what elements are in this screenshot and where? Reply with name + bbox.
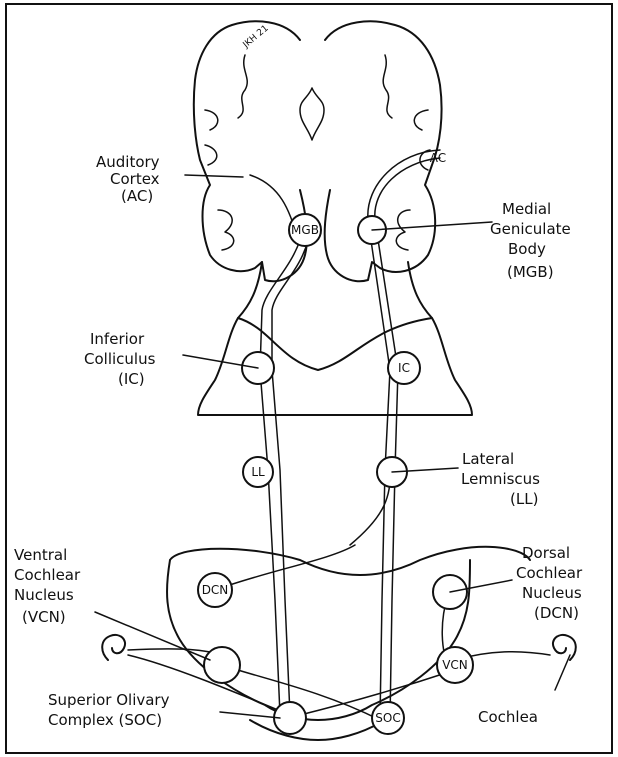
mgb-label-line1: Medial	[502, 200, 551, 218]
soc-label-line1: Superior Olivary	[48, 691, 170, 709]
ll-nucleus-label: LL	[251, 465, 265, 479]
ll-label-line2: Lemniscus	[461, 470, 540, 488]
vcn-label-line2: Cochlear	[14, 566, 81, 584]
right-cochlea-icon	[553, 635, 576, 660]
vcn-nucleus-label: VCN	[442, 658, 468, 672]
mgb-label-line2: Geniculate	[490, 220, 571, 238]
vcn-left-nucleus	[204, 647, 240, 683]
ic-label-line2: Colliculus	[84, 350, 156, 368]
soc-label-line2: Complex (SOC)	[48, 711, 162, 729]
dcn-label-line4: (DCN)	[534, 604, 579, 622]
mgb-label-line4: (MGB)	[507, 263, 554, 281]
ac-label-line1: Auditory	[96, 153, 160, 171]
vcn-label-line4: (VCN)	[22, 608, 66, 626]
dcn-label-line3: Nucleus	[522, 584, 582, 602]
nuclei: MGB IC LL DCN VCN SOC AC	[198, 151, 473, 734]
ac-label-line3: (AC)	[121, 187, 153, 205]
dcn-label-line2: Cochlear	[516, 564, 583, 582]
mgb-nucleus-label: MGB	[291, 223, 319, 237]
leader-lines	[95, 175, 570, 718]
ic-nucleus-label: IC	[398, 361, 410, 375]
ac-label-line2: Cortex	[110, 170, 160, 188]
vcn-label-line3: Nucleus	[14, 586, 74, 604]
border	[6, 4, 612, 753]
ic-label-line1: Inferior	[90, 330, 145, 348]
ll-label-line1: Lateral	[462, 450, 514, 468]
ic-label-line3: (IC)	[118, 370, 145, 388]
pathways	[128, 150, 550, 720]
dcn-nucleus-label: DCN	[202, 583, 229, 597]
brainstem	[198, 262, 472, 415]
ac-mark-label: AC	[430, 151, 446, 165]
brain-cortex	[194, 21, 442, 281]
cochlea-label: Cochlea	[478, 708, 538, 726]
artist-signature: JKH 21	[241, 24, 271, 51]
soc-nucleus-label: SOC	[375, 711, 400, 725]
mgb-label-line3: Body	[508, 240, 546, 258]
dcn-label-line1: Dorsal	[522, 544, 570, 562]
left-cochlea-icon	[102, 635, 125, 660]
ll-label-line3: (LL)	[510, 490, 538, 508]
vcn-label-line1: Ventral	[14, 546, 67, 564]
